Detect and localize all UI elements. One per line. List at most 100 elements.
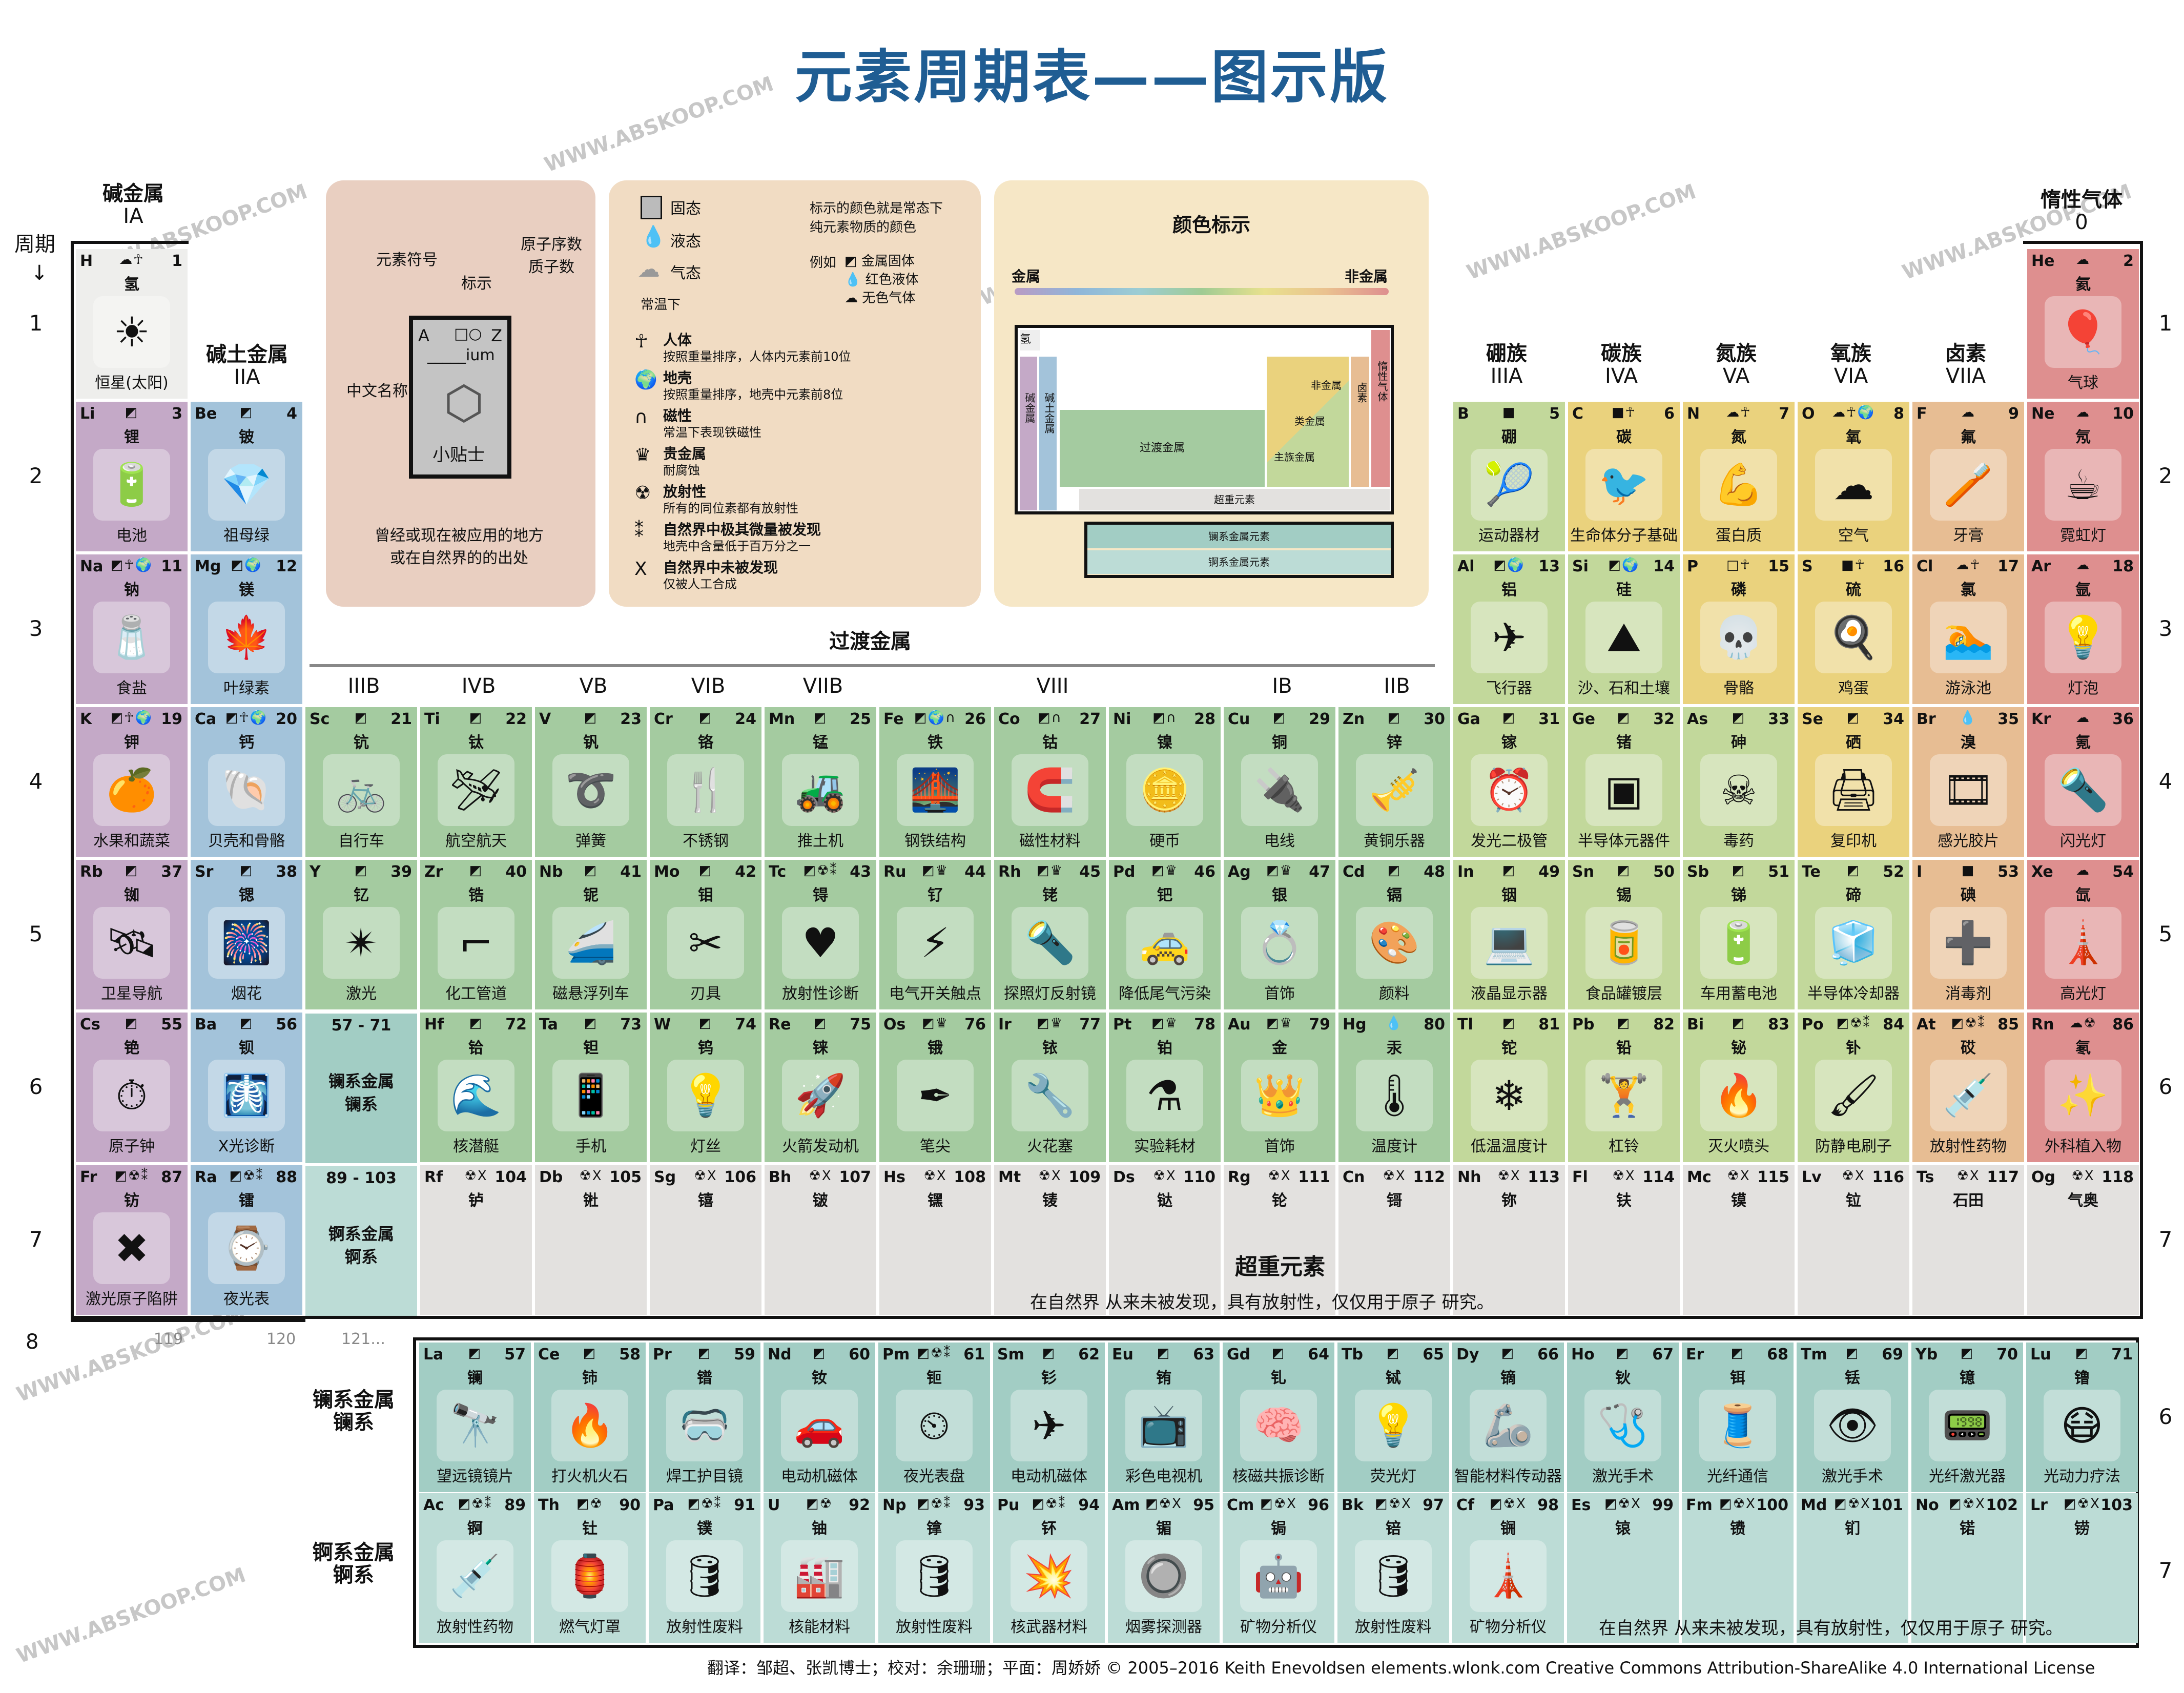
lanthanide-series-cell[interactable]: 57 - 71 镧系金属 镧系 xyxy=(305,1014,417,1163)
